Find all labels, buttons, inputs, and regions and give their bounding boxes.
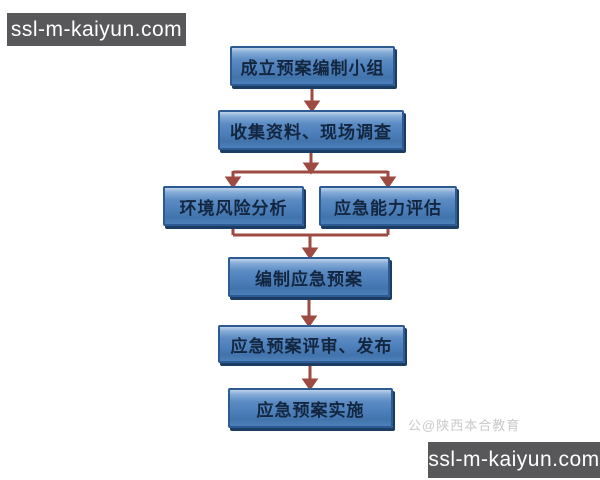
edge-compile-review-arrowhead	[300, 315, 318, 328]
node-plan-implementation: 应急预案实施	[228, 388, 393, 428]
node-establish-team-label: 成立预案编制小组	[240, 58, 385, 78]
node-emergency-capability-assessment: 应急能力评估	[319, 186, 457, 226]
edge-review-implement-arrowhead	[301, 378, 319, 391]
edge-splitter-risk-arrowhead	[224, 176, 242, 189]
watermark-bar-bottom-right: ssl-m-kaiyun.com	[428, 442, 600, 478]
node-collect-data-label: 收集资料、现场调查	[230, 122, 392, 142]
node-compile-emergency-plan: 编制应急预案	[228, 257, 390, 297]
edge-collect-splitter-arrowhead	[302, 162, 320, 175]
node-environmental-risk-analysis: 环境风险分析	[163, 186, 304, 226]
node-emergency-capability-assessment-label: 应急能力评估	[334, 198, 442, 218]
node-plan-review-release-label: 应急预案评审、发布	[230, 336, 393, 356]
watermark-text-top-left: ssl-m-kaiyun.com	[10, 17, 183, 41]
node-collect-data: 收集资料、现场调查	[218, 110, 404, 150]
edge-merge-compile-arrowhead	[301, 247, 319, 260]
node-plan-review-release: 应急预案评审、发布	[218, 325, 405, 363]
node-plan-implementation-label: 应急预案实施	[256, 400, 365, 420]
faint-credit-watermark: 公@陕西本合教育	[408, 418, 521, 433]
edge-establish-collect-arrowhead	[303, 100, 321, 113]
node-compile-emergency-plan-label: 编制应急预案	[255, 269, 363, 289]
watermark-bar-top-left: ssl-m-kaiyun.com	[7, 13, 186, 46]
edge-splitter-capability-arrowhead	[379, 176, 397, 189]
node-establish-team: 成立预案编制小组	[230, 46, 395, 86]
watermark-text-bottom-right: ssl-m-kaiyun.com	[428, 448, 600, 471]
node-environmental-risk-analysis-label: 环境风险分析	[179, 198, 288, 218]
